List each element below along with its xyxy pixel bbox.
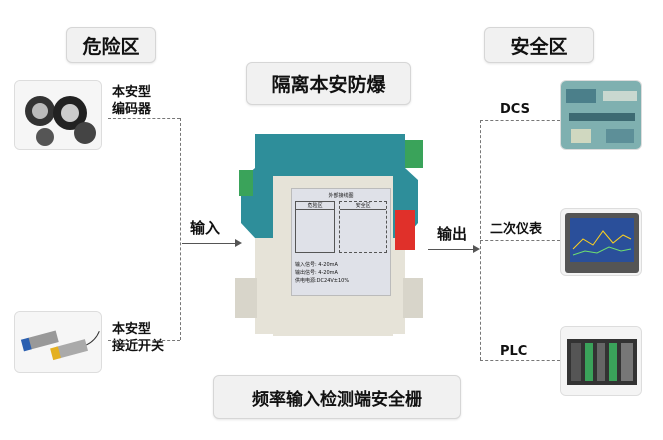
output-signal-spec: 输出信号: 4-20mA [295,270,338,276]
output-arrow-label: 输出 [437,225,468,243]
output-label-dcs: DCS [500,102,530,117]
wiring-hazard-box: 危险区 [295,201,336,253]
connector-line [480,240,560,241]
input-signal-spec: 输入信号: 4-20mA [295,262,338,268]
input-arrow [182,239,242,247]
connector-line [480,120,560,121]
connector-line [180,118,181,340]
secondary-instrument-image [560,208,642,276]
output-label-plc: PLC [500,344,528,359]
connector-line [108,118,180,119]
connector-line [480,360,560,361]
product-name: 频率输入检测端安全栅 [213,375,461,419]
connector-line [108,340,180,341]
output-arrow [428,245,480,253]
input-arrow-label: 输入 [190,219,221,237]
diagram-title: 隔离本安防爆 [246,62,411,105]
hazard-zone-title: 危险区 [66,27,156,63]
input-label-encoder: 本安型编码器 [112,85,152,117]
proximity-switch-image [14,311,102,373]
safety-barrier-device: 外部接线图 危险区 安全区 输入信号: 4-20mA 输出信号: 4-20mA … [233,128,428,340]
dcs-image [560,80,642,150]
input-label-proximity-switch: 本安型接近开关 [112,322,165,354]
wiring-label-title: 外部接线图 [328,193,354,199]
plc-image [560,326,642,396]
output-label-secondary-instrument: 二次仪表 [490,222,543,237]
wiring-safe-box: 安全区 [339,201,387,253]
encoder-image [14,80,102,150]
warning-sticker [395,210,415,250]
safe-zone-title: 安全区 [484,27,594,63]
power-spec: 供电电源:DC24V±10% [295,278,350,284]
wiring-label: 外部接线图 危险区 安全区 输入信号: 4-20mA 输出信号: 4-20mA … [291,188,391,296]
